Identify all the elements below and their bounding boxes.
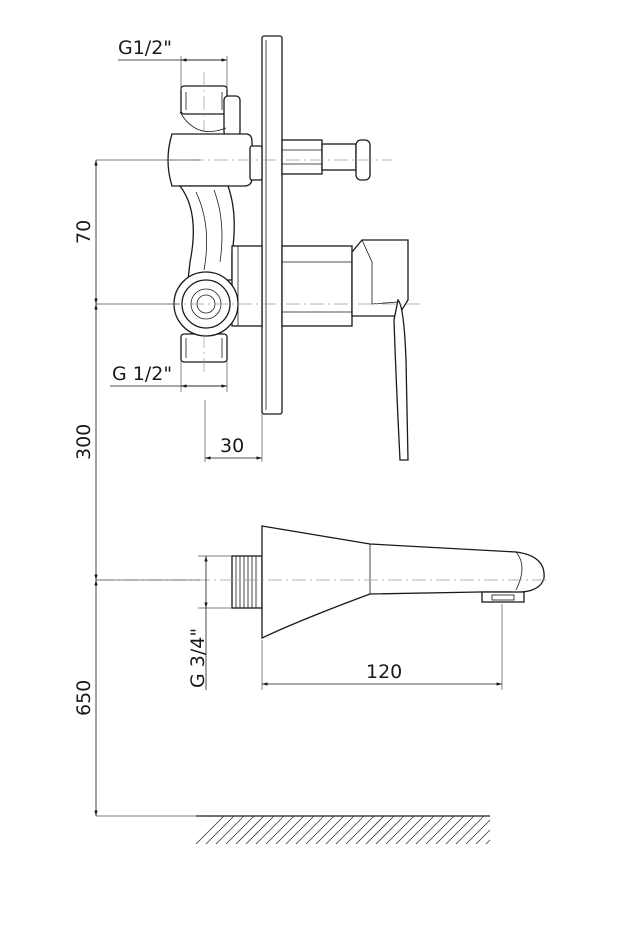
hatch-line [255, 815, 285, 845]
hatch-line [405, 815, 435, 845]
depth-30-label: 30 [220, 435, 244, 457]
spout [100, 525, 550, 640]
hatch-line [285, 815, 315, 845]
hatch-line [195, 815, 225, 845]
hatch-line [245, 815, 275, 845]
floor-hatch [195, 815, 491, 845]
hatch-line [275, 815, 305, 845]
hatch-line [355, 815, 385, 845]
hatch-line [265, 815, 295, 845]
hatch-line [345, 815, 375, 845]
hatch-line [455, 815, 485, 845]
hatch-line [375, 815, 405, 845]
spacing-70-label: 70 [73, 220, 95, 244]
hatch-line [465, 819, 491, 845]
hatch-line [295, 815, 325, 845]
hatch-line [475, 829, 491, 845]
height-650-label: 650 [73, 680, 95, 716]
dimension-lines [94, 56, 503, 817]
hatch-line [425, 815, 455, 845]
hatch-line [365, 815, 395, 845]
hatch-line [395, 815, 425, 845]
top-thread-label: G1/2" [118, 37, 172, 59]
hatch-line [335, 815, 365, 845]
hatch-line [315, 815, 345, 845]
height-300-label: 300 [73, 424, 95, 460]
spout-length-label: 120 [366, 661, 402, 683]
hatch-line [225, 815, 255, 845]
hatch-line [325, 815, 355, 845]
hatch-line [205, 815, 235, 845]
hatch-line [235, 815, 265, 845]
spout-thread-label: G 3/4" [187, 628, 209, 688]
hatch-line [415, 815, 445, 845]
mixer-body [166, 35, 420, 461]
hatch-line [445, 815, 475, 845]
hatch-line [485, 839, 491, 845]
bottom-thread-label: G 1/2" [112, 363, 172, 385]
hatch-line [435, 815, 465, 845]
hatch-line [385, 815, 415, 845]
hatch-line [305, 815, 335, 845]
hatch-line [215, 815, 245, 845]
